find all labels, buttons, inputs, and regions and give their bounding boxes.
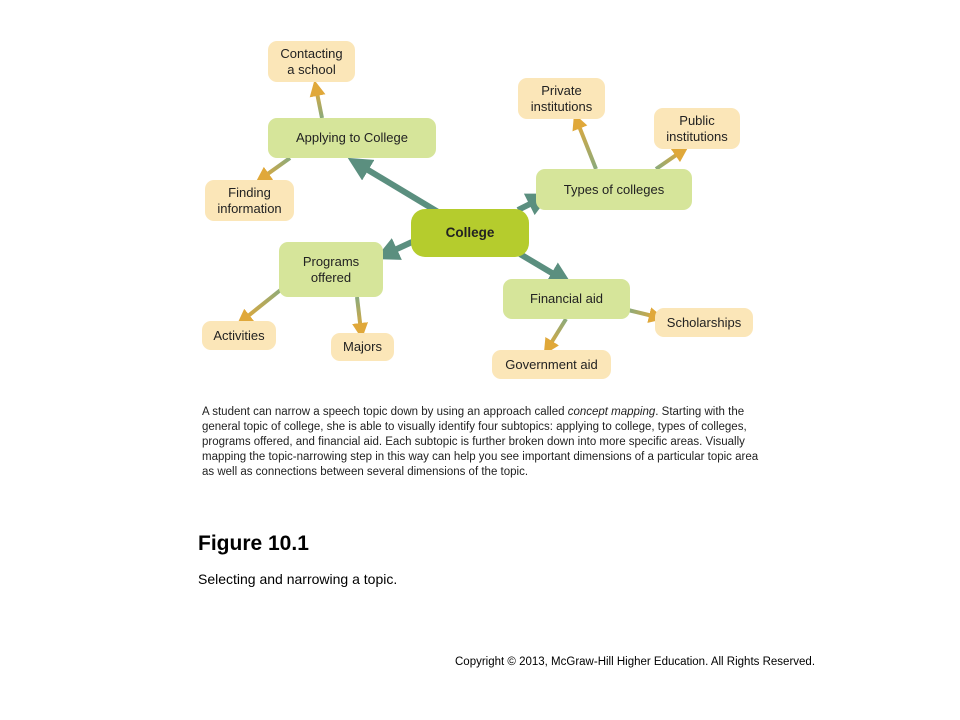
arrow-to-contacting <box>309 80 326 119</box>
subtopic-node-types: Types of colleges <box>536 169 692 210</box>
arrow-to-programs <box>375 238 414 260</box>
center-node-college: College <box>411 209 529 257</box>
copyright-notice: Copyright © 2013, McGraw-Hill Higher Edu… <box>455 656 816 668</box>
leaf-node-majors: Majors <box>331 333 394 361</box>
subtopic-node-financial: Financial aid <box>503 279 630 319</box>
arrow-to-activities <box>236 286 285 325</box>
arrow-to-government <box>543 317 568 355</box>
caption-text-end: . Starting with the general topic of col… <box>202 406 759 478</box>
arrow-to-scholarships <box>627 307 665 323</box>
figure-subtitle: Selecting and narrowing a topic. <box>198 571 398 587</box>
leaf-node-government: Government aid <box>492 350 611 379</box>
leaf-node-private: Private institutions <box>518 78 605 119</box>
leaf-node-scholarships: Scholarships <box>655 308 753 337</box>
caption-text-start: A student can narrow a speech topic down… <box>202 406 568 418</box>
leaf-node-finding: Finding information <box>205 180 294 221</box>
subtopic-node-programs: Programs offered <box>279 242 383 297</box>
leaf-node-public: Public institutions <box>654 108 740 149</box>
arrow-to-majors <box>352 296 369 339</box>
leaf-node-activities: Activities <box>202 321 276 350</box>
caption-emphasis: concept mapping <box>567 406 656 418</box>
subtopic-node-applying: Applying to College <box>268 118 436 158</box>
concept-map-connectors <box>236 80 689 355</box>
arrow-to-financial <box>518 251 573 286</box>
leaf-node-contacting: Contacting a school <box>268 41 355 82</box>
arrow-to-finding <box>255 156 292 183</box>
figure-caption: A student can narrow a speech topic down… <box>202 405 762 480</box>
arrow-to-applying <box>347 157 440 215</box>
arrow-to-private <box>572 113 598 170</box>
arrow-to-public <box>654 146 689 171</box>
figure-title: Figure 10.1 <box>198 532 309 555</box>
